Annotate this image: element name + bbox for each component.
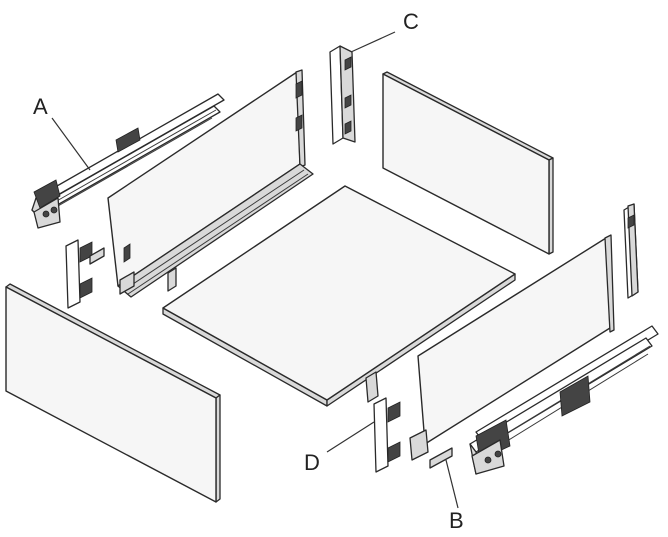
small-spacer	[167, 267, 177, 292]
leader-line-a	[51, 117, 91, 171]
right-drawer-side	[409, 234, 615, 461]
rear-bracket-c	[329, 45, 356, 145]
rear-bracket-right	[623, 203, 639, 299]
front-bracket-d	[365, 371, 401, 473]
callout-c: C	[403, 9, 419, 34]
leader-line-c	[350, 31, 396, 53]
back-panel	[382, 71, 554, 255]
front-panel	[5, 283, 221, 503]
leader-line-d	[326, 421, 375, 453]
callout-b: B	[449, 508, 464, 533]
callout-a: A	[33, 94, 48, 119]
left-drawer-side	[107, 69, 314, 298]
runner-b	[469, 325, 659, 475]
callout-d: D	[304, 450, 320, 475]
runner-a	[31, 93, 225, 229]
clip-b	[429, 447, 453, 469]
leader-line-b	[445, 459, 459, 509]
front-bracket-left	[65, 239, 105, 309]
